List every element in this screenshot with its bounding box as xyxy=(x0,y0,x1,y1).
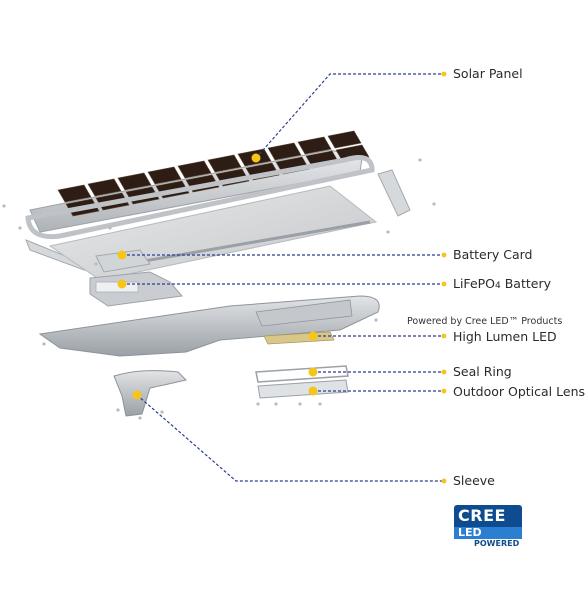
screw xyxy=(108,226,112,230)
screw xyxy=(274,402,278,406)
label-high-lumen-led: High Lumen LED xyxy=(453,329,557,344)
solar-cell xyxy=(87,178,122,197)
side-rail-right xyxy=(377,169,411,217)
leader-seal-ring-marker xyxy=(308,367,318,377)
seal-ring xyxy=(255,365,349,383)
screw xyxy=(94,262,98,266)
screw xyxy=(318,402,322,406)
solar-cell xyxy=(297,136,332,155)
label-solar-panel: Solar Panel xyxy=(453,66,523,81)
leader-sleeve-marker xyxy=(132,390,142,400)
leader-seal-ring-end-dot xyxy=(441,369,447,375)
battery-rest: Battery xyxy=(500,276,551,291)
leader-solar-panel-marker xyxy=(251,153,261,163)
solar-cell xyxy=(207,154,242,173)
screws xyxy=(2,158,436,420)
leader-optical-lens-end-dot xyxy=(441,388,447,394)
battery-main: LiFePO xyxy=(453,276,496,291)
screw xyxy=(298,402,302,406)
solar-cell xyxy=(117,172,152,191)
cree-powered-word: POWERED xyxy=(474,539,520,548)
leader-lifepo4-battery-end-dot xyxy=(441,281,447,287)
leader-solar-panel-end-dot xyxy=(441,71,447,77)
solar-cell xyxy=(57,184,92,203)
screw xyxy=(386,230,390,234)
label-sleeve: Sleeve xyxy=(453,473,495,488)
light-housing xyxy=(38,295,380,357)
label-lifepo4-battery: LiFePO4 Battery xyxy=(453,276,551,291)
leader-high-lumen-led-end-dot xyxy=(441,333,447,339)
screw xyxy=(18,226,22,230)
leader-battery-card-marker xyxy=(117,250,127,260)
screw xyxy=(160,410,164,414)
lifepo4-battery xyxy=(89,271,183,307)
screw xyxy=(116,408,120,412)
label-optical-lens: Outdoor Optical Lens xyxy=(453,384,586,399)
label-battery-card: Battery Card xyxy=(453,247,533,262)
solar-cell xyxy=(267,142,302,161)
leader-optical-lens-marker xyxy=(308,386,318,396)
battery-subscript: 4 xyxy=(495,281,501,291)
sleeve xyxy=(113,370,187,417)
optical-lens xyxy=(257,379,349,399)
cree-led-logo: CREE LED POWERED xyxy=(454,505,522,549)
screw xyxy=(432,202,436,206)
screw xyxy=(418,158,422,162)
screw xyxy=(138,416,142,420)
cree-word: CREE xyxy=(458,506,506,525)
leader-solar-panel xyxy=(255,73,444,159)
solar-cell xyxy=(177,160,212,179)
leader-lines xyxy=(117,71,447,484)
cree-logo-band xyxy=(454,527,522,539)
screw xyxy=(374,318,378,322)
label-seal-ring: Seal Ring xyxy=(453,364,512,379)
leader-sleeve xyxy=(136,394,444,482)
leader-lifepo4-battery-marker xyxy=(117,279,127,289)
screw xyxy=(42,342,46,346)
leader-battery-card-end-dot xyxy=(441,252,447,258)
leader-sleeve-end-dot xyxy=(441,478,447,484)
leader-high-lumen-led-marker xyxy=(308,331,318,341)
screw xyxy=(2,204,6,208)
solar-panel-assembly xyxy=(25,130,375,240)
label-powered-by: Powered by Cree LED™ Products xyxy=(407,316,563,327)
cree-led-word: LED xyxy=(458,526,482,539)
screw xyxy=(256,402,260,406)
solar-cell xyxy=(327,130,362,149)
cree-logo-top xyxy=(454,505,522,527)
solar-cell xyxy=(147,166,182,185)
